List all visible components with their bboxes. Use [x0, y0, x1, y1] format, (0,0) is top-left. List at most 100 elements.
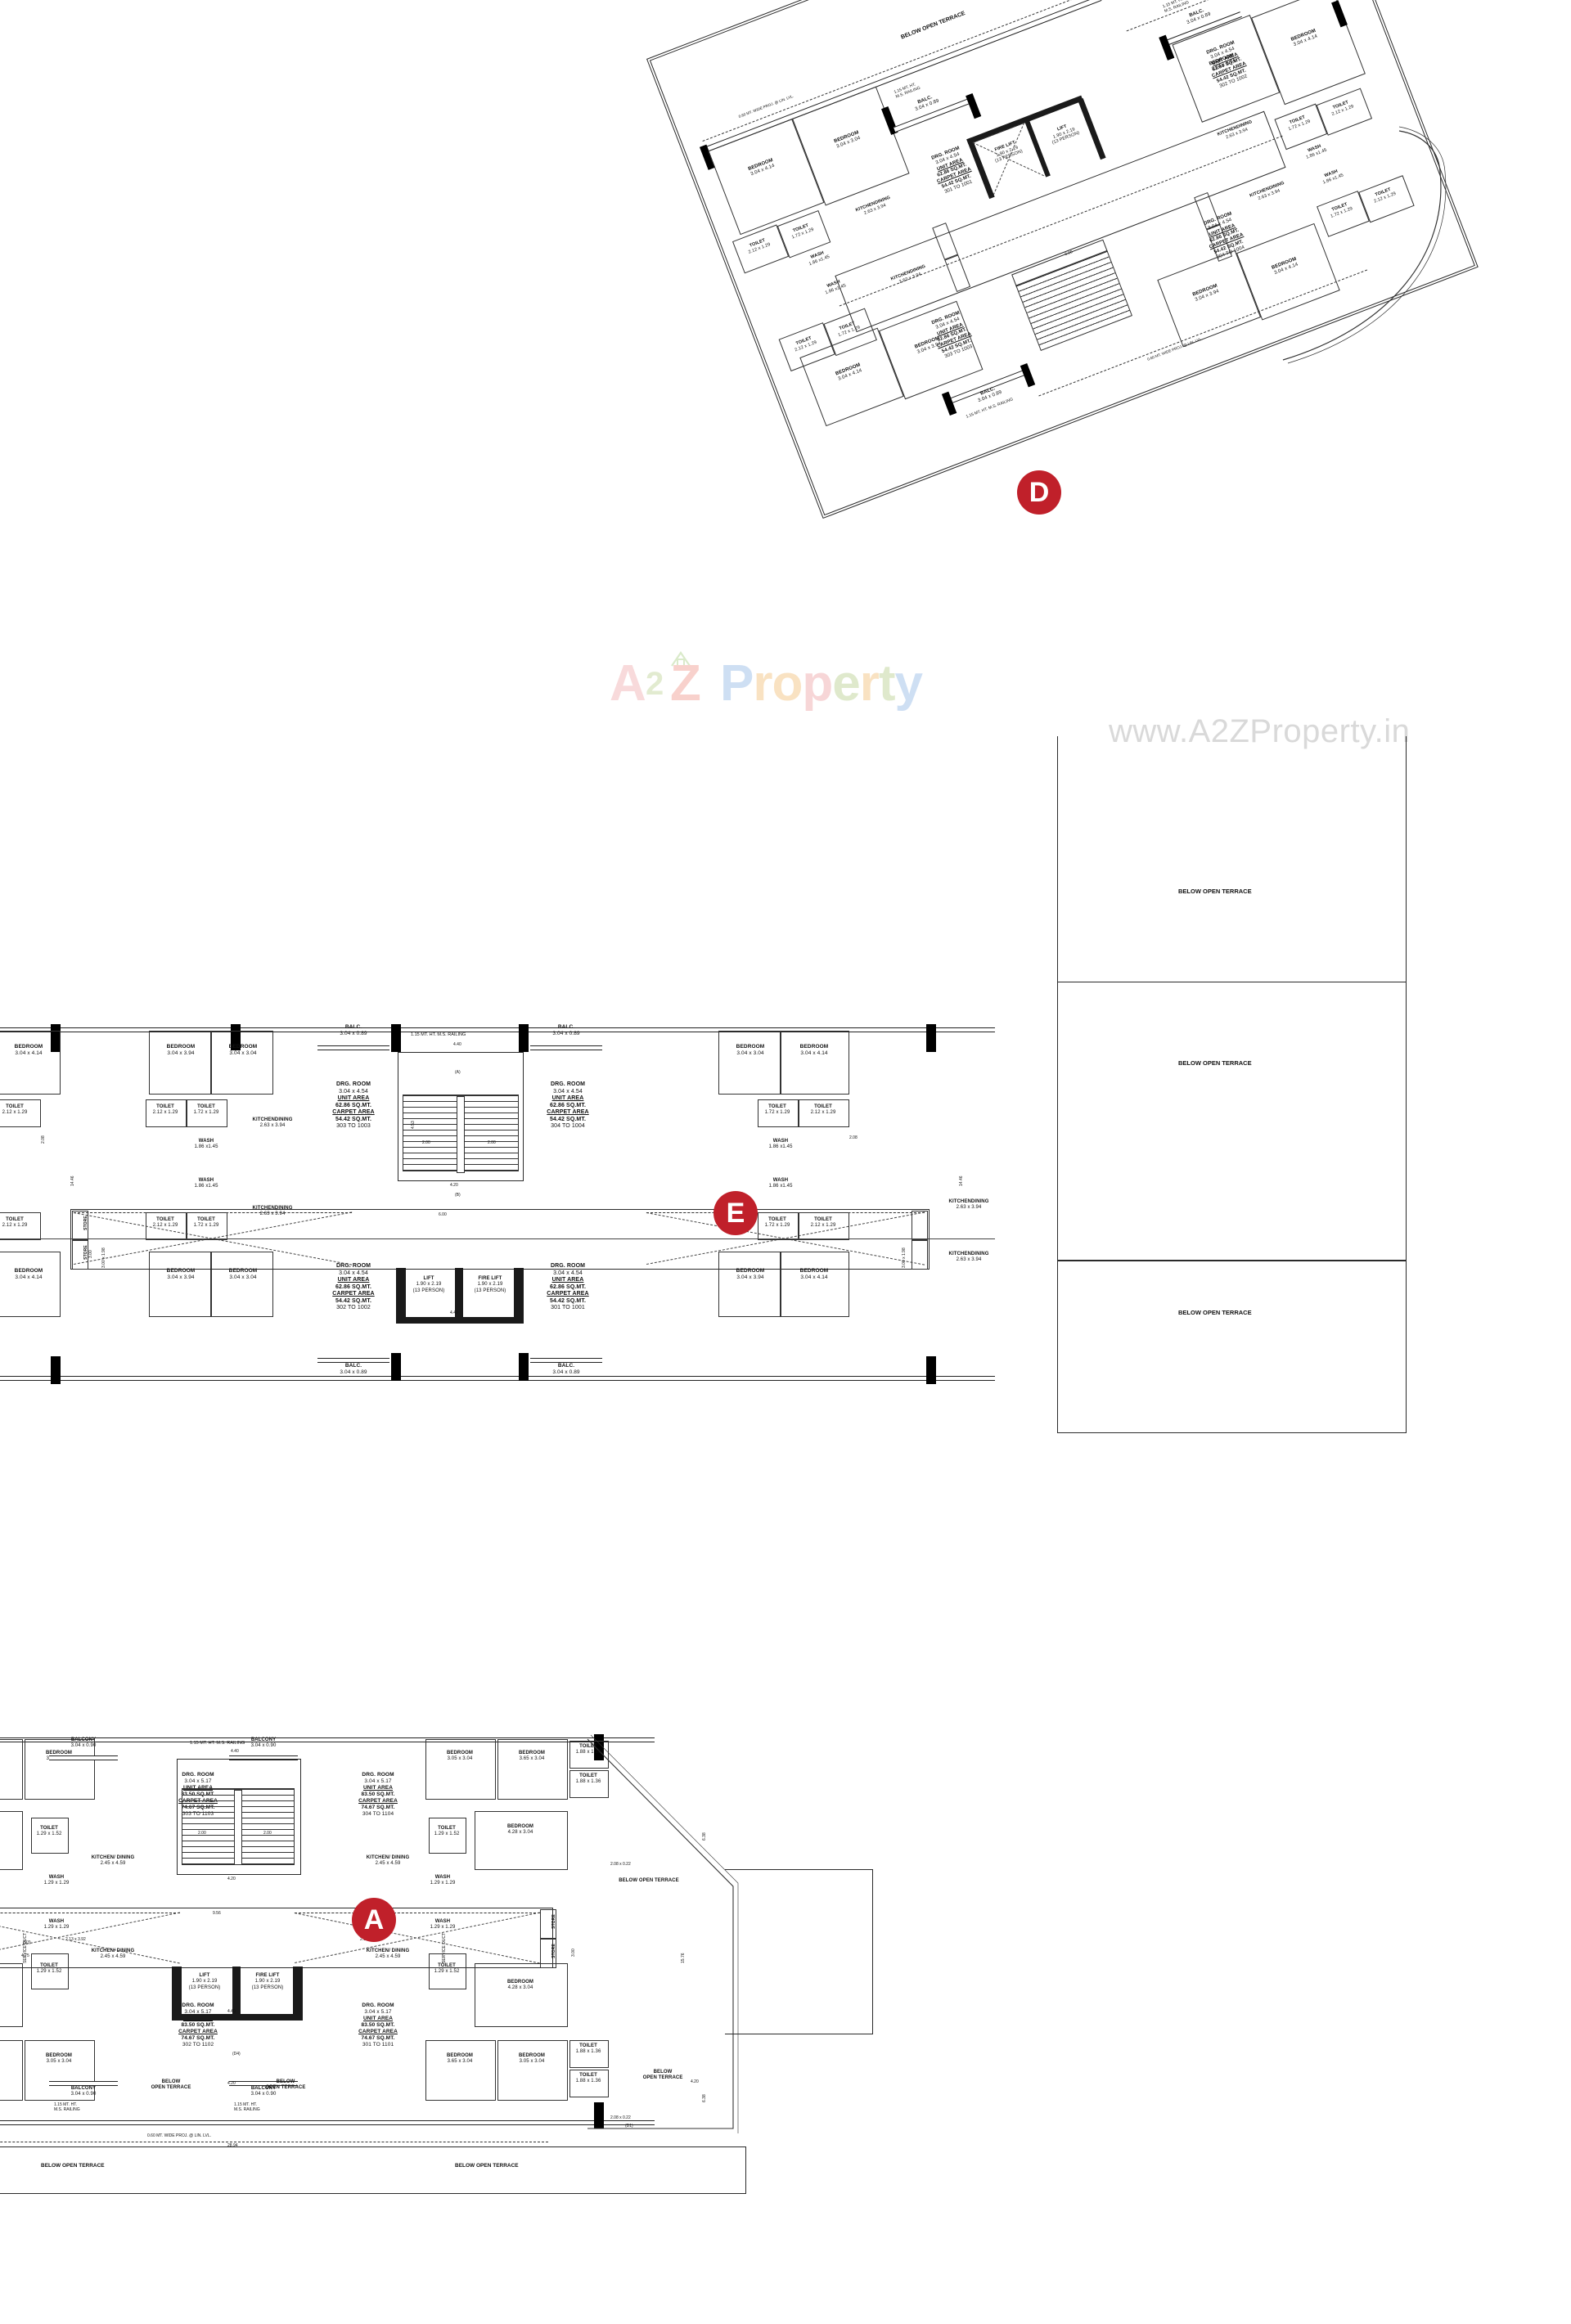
label-balc-e1: BALC.3.04 x 0.89 — [340, 1024, 367, 1036]
room-bedroom-a2 — [25, 1739, 95, 1800]
room-bedroom-e4 — [0, 1252, 61, 1317]
label-store-e2: STORE — [83, 1245, 88, 1260]
room-toilet-e6 — [187, 1099, 227, 1127]
slab-a-bottom — [0, 2120, 655, 2125]
dim-e-208-left: 2.08 — [41, 1135, 46, 1144]
railing-a-bl: 1.15 MT. HT.M.S. RAILING — [54, 2102, 80, 2112]
room-store-e4 — [912, 1240, 928, 1270]
railing-a-top: 1.15 MT. HT. M.S. RAILING — [190, 1741, 245, 1746]
room-bedroom-e6 — [211, 1031, 273, 1095]
unit-block-e-302: DRG. ROOM 3.04 x 4.54 UNIT AREA 62.86 SQ… — [332, 1263, 375, 1311]
unit-block-a-304: DRG. ROOM 3.04 x 5.17 UNIT AREA 83.50 SQ… — [358, 1772, 398, 1817]
label-store-a2: STORE — [551, 1944, 556, 1958]
plan-marker-d-label: D — [1029, 476, 1050, 508]
note-e-B: (B) — [455, 1193, 461, 1198]
room-bedroom-a8 — [497, 1739, 568, 1800]
core-wall-e-l — [396, 1268, 406, 1322]
room-store-a1 — [540, 1909, 556, 1939]
balcony-a1 — [49, 1755, 118, 1760]
core-wall-a-l — [172, 1967, 182, 2021]
dim-e-453: 4.53 — [411, 1121, 416, 1129]
room-bedroom-e7 — [149, 1252, 211, 1317]
plot-corner-d — [1282, 126, 1447, 364]
balcony-a2 — [229, 1755, 298, 1760]
dim-a-475: 4.75 — [21, 1953, 29, 1958]
terrace-label-e-2: BELOW OPEN TERRACE — [1178, 1059, 1252, 1067]
slab-a-top — [0, 1737, 655, 1742]
room-toilet-e9 — [758, 1099, 799, 1127]
label-firelift-a: FIRE LIFT 1.90 x 2.19 (13 PERSON) — [251, 1973, 284, 1990]
label-store-e1: STORE — [83, 1216, 88, 1230]
unit-block-a-301: DRG. ROOM 3.04 x 5.17 UNIT AREA 83.50 SQ… — [358, 2003, 398, 2048]
plan-marker-e[interactable]: E — [713, 1191, 758, 1235]
railing-e-top: 1.15 MT. HT. M.S. RAILING — [411, 1032, 466, 1037]
room-bedroom-e9 — [718, 1031, 781, 1095]
note-a-D3: (D3) — [23, 1940, 31, 1945]
room-bedroom-a9 — [475, 1811, 568, 1870]
dim-a-1576: 15.76 — [681, 1953, 686, 1963]
room-bedroom-e12 — [781, 1252, 849, 1317]
room-toilet-a9 — [429, 1818, 466, 1854]
balcony-a4 — [229, 2081, 298, 2086]
room-toilet-e4 — [0, 1212, 41, 1240]
baseline-e — [0, 1238, 995, 1239]
label-firelift-e: FIRE LIFT 1.90 x 2.19 (13 PERSON) — [474, 1276, 506, 1293]
dim-a-420-top: 4.20 — [227, 1877, 236, 1881]
duct-cross-a-left — [0, 1912, 180, 1964]
dim-e-200b: 2.00 — [488, 1140, 496, 1145]
plan-marker-d[interactable]: D — [1017, 470, 1061, 515]
room-bedroom-e8 — [211, 1252, 273, 1317]
room-bedroom-a4 — [0, 1963, 23, 2027]
balcony-a3 — [49, 2081, 118, 2086]
dim-a-638-bot: 6.38 — [702, 2094, 707, 2102]
plan-marker-a[interactable]: A — [352, 1898, 396, 1942]
watermark-url: www.A2ZProperty.in — [1109, 713, 1411, 749]
dim-a-440-top: 4.40 — [231, 1749, 239, 1754]
dim-a-638-top: 6.38 — [702, 1832, 707, 1841]
note-a-D1: (D1) — [625, 2124, 633, 2128]
plot-boundary-mid — [1057, 736, 1407, 982]
room-toilet-e2 — [0, 1099, 41, 1127]
note-e-A: (A) — [455, 1070, 461, 1075]
plot-boundary-mid-2 — [1057, 982, 1407, 1261]
dim-e-440-bot: 4.40 — [450, 1310, 458, 1315]
label-balc-e2: BALC.3.04 x 0.89 — [552, 1024, 580, 1036]
room-bedroom-e5 — [149, 1031, 211, 1095]
dim-a-duct-l: 2.13 x 3.92 — [65, 1937, 86, 1942]
room-store-e3 — [912, 1211, 928, 1240]
room-bedroom-a6 — [25, 2040, 95, 2101]
stair-core-a — [177, 1759, 301, 1875]
dim-e-200a: 2.00 — [422, 1140, 430, 1145]
room-toilet-a3 — [31, 1818, 69, 1854]
room-bedroom-e10 — [781, 1031, 849, 1095]
core-wall-e-m — [455, 1268, 463, 1322]
